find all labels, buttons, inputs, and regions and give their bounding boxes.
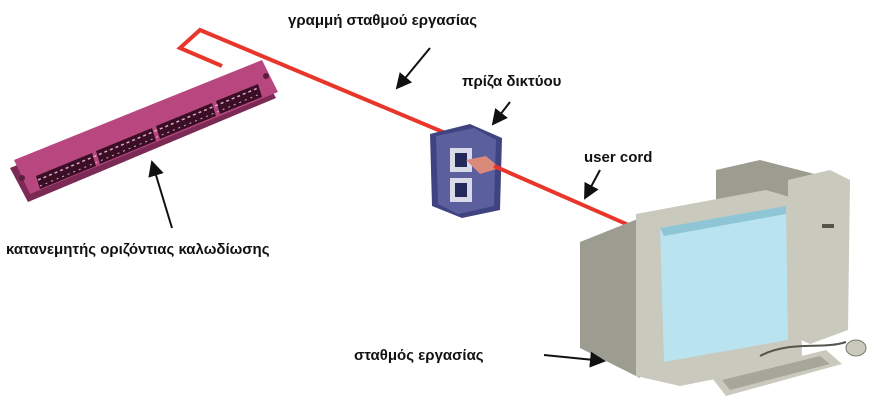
arrow-workstation (543, 351, 606, 368)
network-outlet-label: πρίζα δικτύου (462, 73, 562, 90)
user-cord-label: user cord (584, 149, 653, 166)
network-outlet-plate (430, 124, 502, 218)
arrow-patch-panel (148, 160, 173, 229)
arrow-network-outlet (491, 101, 511, 126)
workstation-line-cable (176, 27, 463, 142)
user-cord-cable (493, 164, 641, 232)
workstation-line-label: γραμμή σταθμού εργασίας (288, 12, 478, 29)
arrow-user-cord (584, 169, 601, 200)
arrow-workstation-line (395, 47, 431, 90)
computer-monitor (580, 190, 802, 386)
workstation-label: σταθμός εργασίας (354, 347, 484, 364)
patch-panel (10, 60, 278, 202)
horizontal-patch-panel-label: κατανεμητής οριζόντιας καλωδίωσης (6, 241, 270, 258)
keyboard-and-mouse (712, 339, 867, 396)
